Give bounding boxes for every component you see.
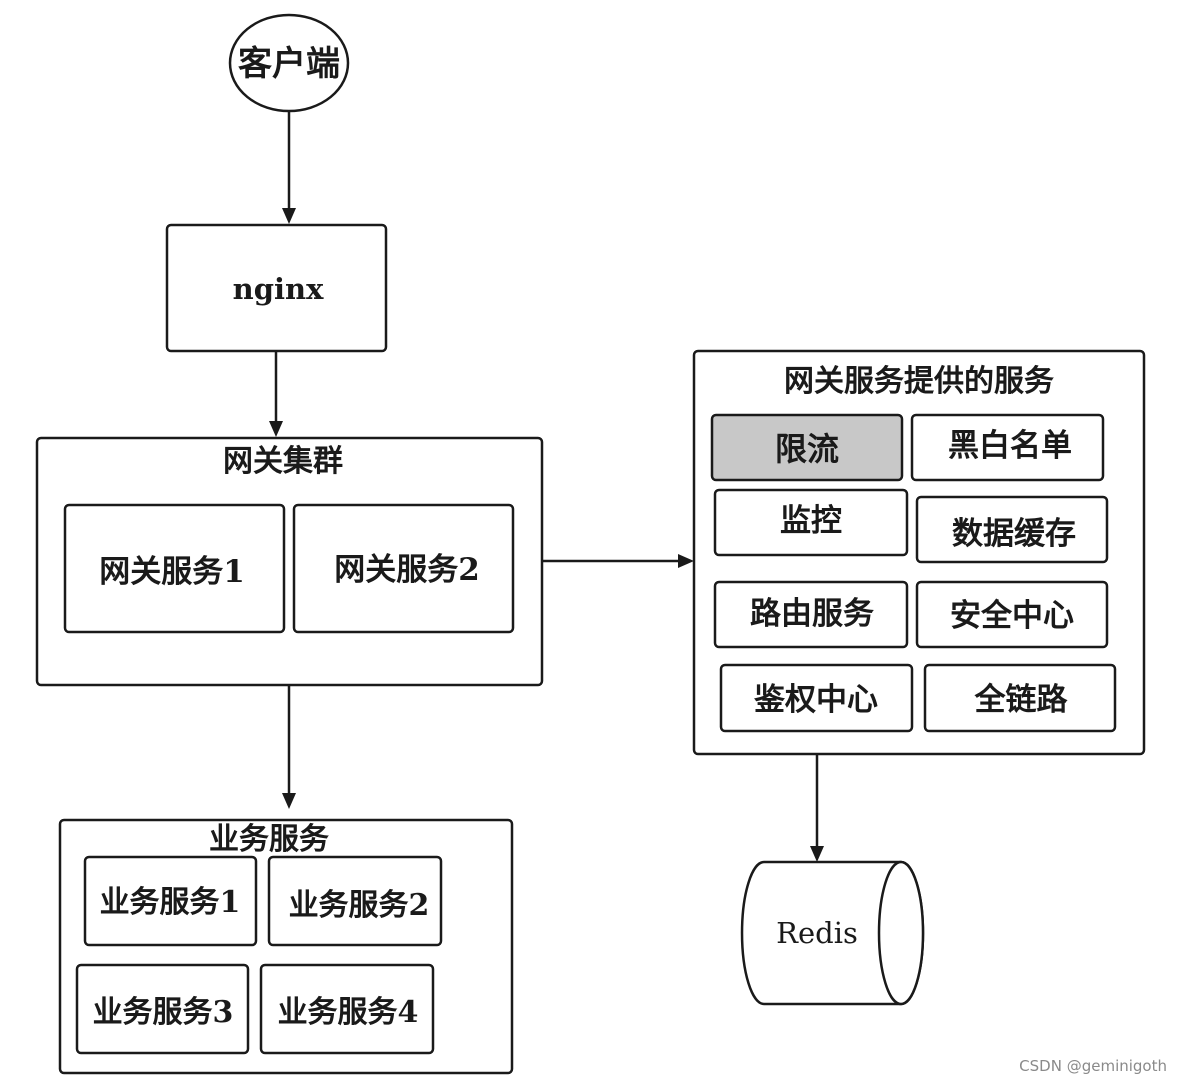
feature-routing-box [713, 580, 909, 649]
business-service-3-label: 业务服务3 [93, 995, 234, 1030]
business-service-2-box [267, 855, 443, 947]
client-node: 客户端 [228, 13, 350, 113]
gateway-service-2-box [292, 503, 515, 634]
business-service-2-label: 业务服务2 [289, 888, 430, 923]
arrowhead-redis [810, 846, 824, 862]
business-service-4-label: 业务服务4 [278, 995, 419, 1030]
feature-security-box [915, 580, 1109, 649]
redis-cylinder-end [877, 860, 925, 1006]
connectors [269, 110, 824, 862]
arrowhead-business [282, 793, 296, 809]
feature-monitor-box [713, 488, 909, 557]
feature-routing-label: 路由服务 [750, 596, 874, 632]
feature-rate-limit-label: 限流 [775, 430, 839, 468]
arrowhead-features [678, 554, 694, 568]
redis-label: Redis [776, 916, 858, 950]
feature-blacklist-box [910, 413, 1105, 482]
feature-auth-box [719, 663, 914, 733]
nginx-node: nginx [165, 223, 388, 353]
redis-node: Redis [740, 860, 925, 1006]
feature-cache-box [915, 495, 1109, 564]
gateway-cluster: 网关集群 网关服务1 网关服务2 [35, 436, 544, 687]
gateway-service-1-box [63, 503, 286, 634]
feature-monitor-label: 监控 [780, 503, 842, 539]
feature-security-label: 安全中心 [950, 598, 1074, 634]
gateway-service-1-label: 网关服务1 [99, 554, 245, 590]
business-services-title: 业务服务 [209, 822, 329, 857]
feature-rate-limit-box [710, 413, 904, 482]
client-ellipse [228, 13, 350, 113]
feature-tracing-label: 全链路 [974, 682, 1069, 718]
nginx-box [165, 223, 388, 353]
gateway-cluster-title: 网关集群 [223, 444, 343, 479]
business-service-1-box [83, 855, 258, 947]
business-services: 业务服务 业务服务1 业务服务2 业务服务3 业务服务4 [58, 818, 514, 1075]
business-service-4-box [259, 963, 435, 1055]
business-service-1-label: 业务服务1 [100, 885, 241, 920]
gateway-features-title: 网关服务提供的服务 [784, 364, 1054, 399]
feature-tracing-box [923, 663, 1117, 733]
feature-blacklist-label: 黑白名单 [948, 428, 1072, 464]
business-service-3-box [75, 963, 250, 1055]
arrowhead-nginx [282, 208, 296, 224]
feature-cache-label: 数据缓存 [952, 516, 1076, 552]
nginx-label: nginx [233, 272, 324, 306]
feature-auth-label: 鉴权中心 [753, 682, 878, 718]
arrowhead-gateway-cluster [269, 421, 283, 437]
gateway-features: 网关服务提供的服务 限流 黑白名单 监控 数据缓存 路由服务 安全中心 鉴权中心… [692, 349, 1146, 756]
watermark-text: CSDN @geminigoth [1019, 1057, 1167, 1075]
client-label: 客户端 [238, 44, 340, 84]
gateway-service-2-label: 网关服务2 [334, 552, 480, 588]
